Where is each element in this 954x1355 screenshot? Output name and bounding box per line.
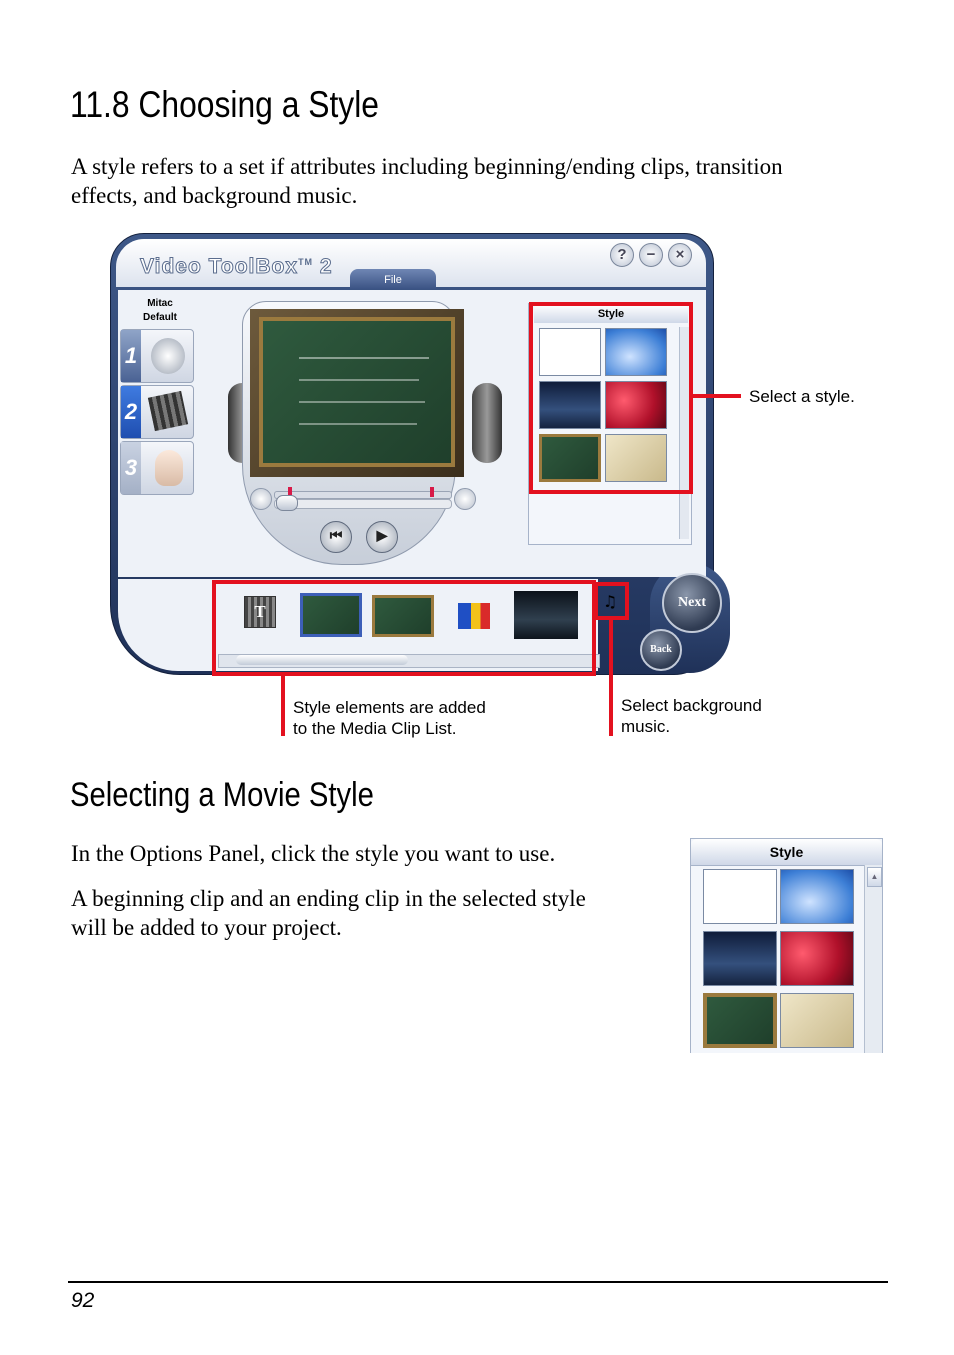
headphone-right [472,383,502,463]
style-panel-figure: Style ▲ [690,838,883,1053]
seek-thumb[interactable] [276,495,298,511]
window-buttons: ? − × [610,243,692,267]
app-title-version: 2 [319,255,333,279]
film-strip-icon [147,390,189,432]
scroll-up-icon[interactable]: ▲ [867,867,882,887]
step-2-edit[interactable]: 2 [120,385,194,439]
chalk-line [299,423,417,425]
style-name-line2: Default [143,312,177,323]
media-clip-chalkboard[interactable] [372,595,434,637]
app-title-text: Video ToolBox [139,255,299,279]
ok-hand-icon [155,450,183,486]
media-clip-end[interactable] [514,591,578,639]
step-1-number: 1 [121,330,141,382]
callout-line-music [609,620,613,736]
app-title-tm: TM [298,257,314,267]
style-thumb-plain-white[interactable] [539,328,601,376]
app-title: Video ToolBoxTM 2 [139,255,333,279]
forward-small-icon[interactable] [454,488,476,510]
title-clip-icon[interactable]: T [244,596,276,628]
style-panel-scrollbar[interactable] [679,327,689,539]
back-button[interactable]: Back [640,629,682,671]
subsection-heading: Selecting a Movie Style [70,776,374,814]
play-icon[interactable]: ▶ [366,521,398,553]
style-thumb-chalkboard[interactable] [539,434,601,482]
annotation-elements: Style elements are added to the Media Cl… [293,697,486,739]
style-name-line1: Mitac [147,298,173,309]
style-thumb-red-roses[interactable] [605,381,667,429]
rewind-small-icon[interactable] [250,488,272,510]
background-music-icon[interactable]: ♫ [602,592,618,611]
figure-thumb-chalkboard[interactable] [703,993,777,1048]
chalk-line [299,379,419,381]
intro-line-1: A style refers to a set if attributes in… [71,154,783,179]
annotation-elements-line2: to the Media Clip List. [293,719,457,738]
media-clip-scroll-thumb[interactable] [236,655,408,665]
video-toolbox-window: Video ToolBoxTM 2 ? − × File Mitac Defau… [110,233,730,685]
section2-paragraph-1: In the Options Panel, click the style yo… [71,841,556,866]
step-2-number: 2 [121,386,141,438]
callout-line-style [693,394,741,398]
minimize-icon[interactable]: − [639,243,663,267]
annotation-bgm-line2: music. [621,717,671,736]
style-figure-title: Style [691,839,882,866]
style-thumb-old-book[interactable] [605,434,667,482]
annotation-select-style: Select a style. [749,387,855,406]
highlight-music-button [594,582,629,620]
previous-icon[interactable]: ⏮ [320,521,352,553]
footer-rule [68,1281,888,1283]
media-clip-begin[interactable] [300,593,362,637]
chalk-line [299,357,429,359]
step-3-finish[interactable]: 3 [120,441,194,495]
section2-paragraph-2-line1: A beginning clip and an ending clip in t… [71,886,586,911]
step-3-number: 3 [121,442,141,494]
transition-icon[interactable] [458,603,490,629]
step-1-capture[interactable]: 1 [120,329,194,383]
page-number: 92 [71,1289,95,1312]
style-name-label: Mitac Default [140,297,180,325]
intro-line-2: effects, and background music. [71,183,358,208]
annotation-bgm-line1: Select background [621,696,762,715]
figure-thumb-old-book[interactable] [780,993,854,1048]
chalkboard-image [259,317,455,467]
annotation-background-music: Select background music. [621,695,762,737]
menu-file[interactable]: File [350,269,436,289]
figure-thumb-plain-white[interactable] [703,869,777,924]
highlight-style-panel [529,302,693,494]
section-heading: 11.8 Choosing a Style [70,84,379,125]
callout-line-clips [281,676,285,736]
style-figure-scrollbar[interactable]: ▲ [864,865,882,1053]
camcorder-icon [151,338,185,374]
close-icon[interactable]: × [668,243,692,267]
next-button[interactable]: Next [662,573,722,633]
figure-thumb-red-roses[interactable] [780,931,854,986]
trim-end-marker[interactable] [430,487,434,497]
trim-track[interactable] [274,491,452,499]
figure-thumb-night-lake[interactable] [703,931,777,986]
trim-start-marker[interactable] [288,487,292,497]
style-thumb-night-lake[interactable] [539,381,601,429]
highlight-media-clip-list [212,580,596,676]
style-thumb-blue-swirl[interactable] [605,328,667,376]
section2-paragraph-2-line2: will be added to your project. [71,915,342,940]
help-icon[interactable]: ? [610,243,634,267]
style-panel-title: Style [534,305,688,323]
annotation-elements-line1: Style elements are added [293,698,486,717]
chalk-line [299,401,425,403]
seek-track[interactable] [274,499,452,509]
figure-thumb-blue-swirl[interactable] [780,869,854,924]
preview-screen [250,309,464,477]
